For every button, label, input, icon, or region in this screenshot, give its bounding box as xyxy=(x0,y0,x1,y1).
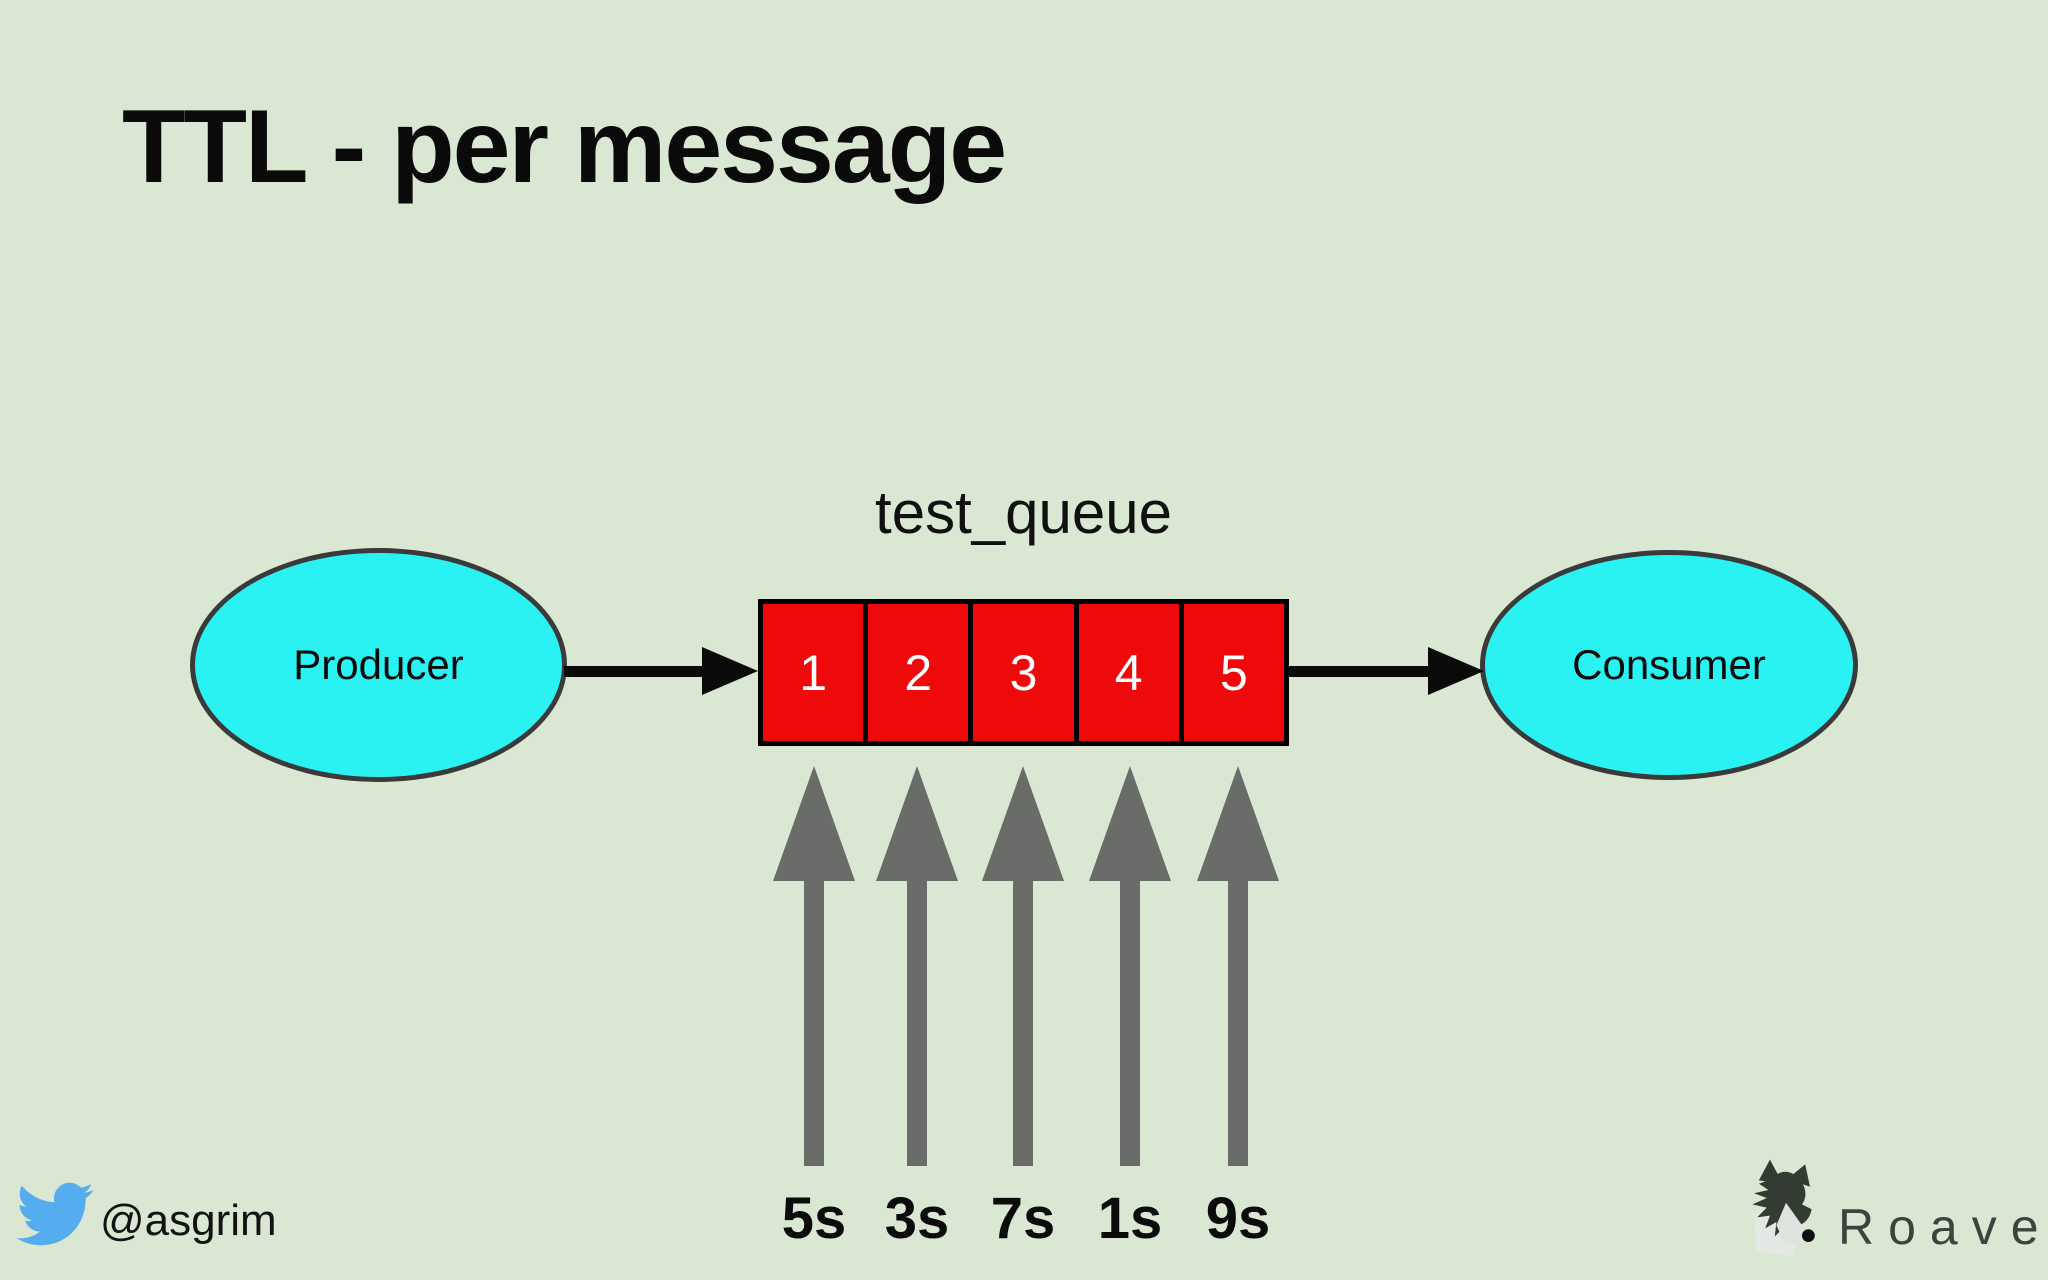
ttl-label-1: 5s xyxy=(781,1186,847,1251)
producer-to-queue-arrowhead-icon xyxy=(702,647,758,695)
ttl-arrow-stem-4 xyxy=(1120,881,1140,1166)
ttl-arrow-stem-2 xyxy=(907,881,927,1166)
ttl-label-3: 7s xyxy=(990,1186,1056,1251)
queue-cell-4: 4 xyxy=(1078,599,1184,746)
queue-cell-number: 4 xyxy=(1114,644,1143,701)
ttl-arrowhead-icon-4 xyxy=(1089,766,1171,881)
queue-cell-3: 3 xyxy=(973,599,1079,746)
ttl-arrow-stem-5 xyxy=(1228,881,1248,1166)
queue-cell-number: 1 xyxy=(799,644,827,701)
queue-cell-5: 5 xyxy=(1183,599,1290,746)
ttl-label-2: 3s xyxy=(884,1186,950,1251)
consumer-label: Consumer xyxy=(1572,641,1766,688)
queue-cell-2: 2 xyxy=(868,599,974,746)
roave-wolf-icon xyxy=(1746,1158,1826,1262)
ttl-arrowhead-icon-1 xyxy=(773,766,855,881)
queue-to-consumer-arrowhead-icon xyxy=(1428,647,1484,695)
ttl-label-4: 1s xyxy=(1097,1186,1163,1251)
ttl-arrowhead-icon-5 xyxy=(1197,766,1279,881)
slide-title: TTL - per message xyxy=(122,89,1007,205)
queue-cell-number: 3 xyxy=(1009,644,1038,701)
twitter-bird-icon xyxy=(16,1182,94,1246)
consumer-node: Consumer xyxy=(1480,550,1858,780)
queue: 1 2 3 4 5 xyxy=(758,599,1290,746)
twitter-handle: @asgrim xyxy=(100,1196,277,1245)
queue-cell-1: 1 xyxy=(758,599,869,746)
ttl-arrowhead-icon-2 xyxy=(876,766,958,881)
producer-node: Producer xyxy=(190,548,567,782)
ttl-arrow-stem-1 xyxy=(804,881,824,1166)
producer-label: Producer xyxy=(293,641,464,688)
roave-brand-text: Roave xyxy=(1838,1199,2048,1255)
producer-to-queue-arrow-line xyxy=(564,666,710,677)
ttl-arrowhead-icon-3 xyxy=(982,766,1064,881)
queue-name-label: test_queue xyxy=(875,479,1172,546)
queue-cell-number: 5 xyxy=(1220,644,1248,701)
ttl-label-5: 9s xyxy=(1205,1186,1271,1251)
queue-cell-number: 2 xyxy=(904,644,933,701)
queue-to-consumer-arrow-line xyxy=(1289,666,1434,677)
ttl-arrow-stem-3 xyxy=(1013,881,1033,1166)
